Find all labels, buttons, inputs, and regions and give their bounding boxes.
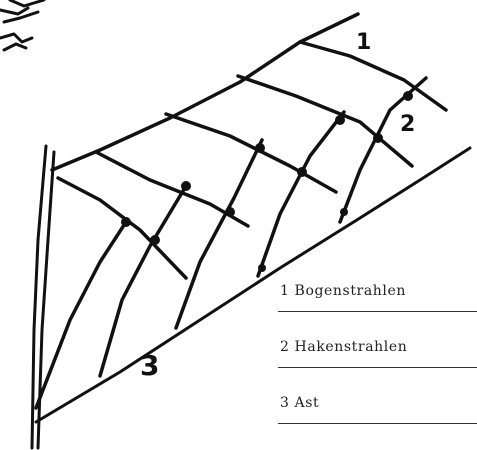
ast-branch-line	[34, 146, 472, 424]
legend-item-hakenstrahlen: 2 Hakenstrahlen	[278, 311, 477, 368]
bogenstrahlen-lines	[56, 40, 448, 280]
legend-item-label: 1 Bogenstrahlen	[280, 283, 406, 299]
legend-item-label: 3 Ast	[280, 395, 320, 411]
main-shaft	[30, 144, 56, 450]
legend-item-label: 2 Hakenstrahlen	[280, 339, 408, 355]
callout-2-label: 2	[400, 112, 416, 137]
callout-1-label: 1	[356, 30, 372, 55]
feather-fragment-sketch	[0, 0, 46, 52]
legend-item-bogenstrahlen: 1 Bogenstrahlen	[278, 255, 477, 312]
legend-item-ast: 3 Ast	[278, 367, 477, 424]
callout-3-label: 3	[140, 349, 160, 382]
crossing-nodes	[121, 91, 413, 272]
vane-top-edge	[50, 12, 360, 172]
